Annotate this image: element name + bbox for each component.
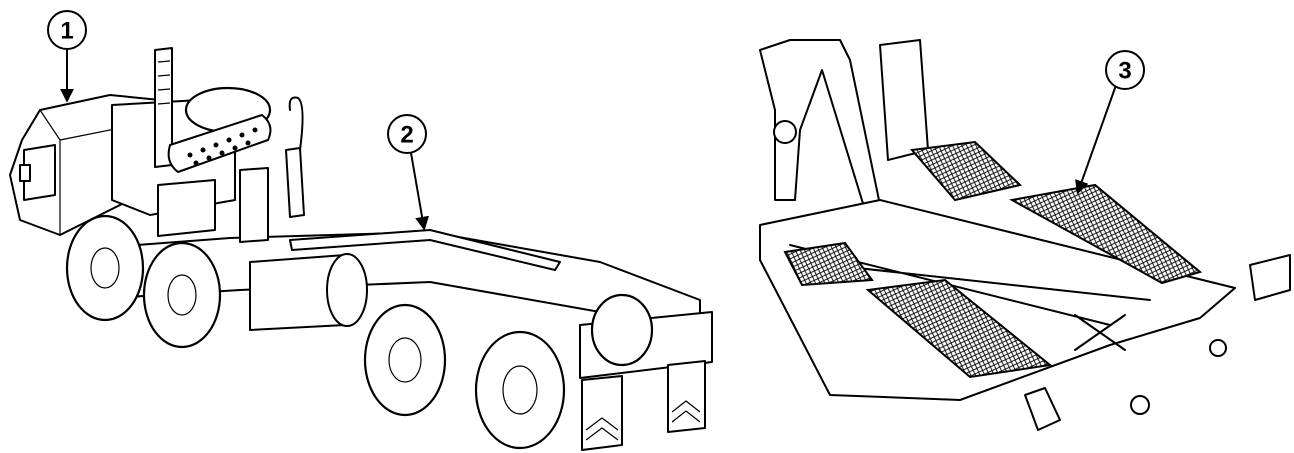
callout-1-label: 1 [60, 18, 73, 45]
deck-panel-1 [910, 140, 1023, 202]
callout-3: 3 [1075, 50, 1145, 195]
rear-wheel-1 [363, 303, 447, 417]
rear-wheel-3 [590, 293, 654, 367]
truck-drawing [9, 47, 713, 451]
callout-2-circle [387, 114, 427, 154]
deck-panel-4 [865, 278, 1053, 379]
rear-wheel-2 [474, 330, 566, 450]
mud-flap-left [581, 375, 623, 451]
flatrack-drawing [759, 39, 1291, 431]
a-frame-upright [759, 39, 881, 211]
callout-2-leader [410, 152, 429, 231]
callout-2: 2 [387, 114, 429, 231]
deck-panel-2 [1009, 183, 1203, 285]
callout-1: 1 [47, 10, 87, 103]
callout-3-leader [1075, 87, 1116, 195]
muffler [167, 114, 272, 173]
callout-3-label: 3 [1118, 58, 1131, 85]
front-wheel [65, 214, 145, 322]
flatrack-base [759, 199, 1236, 401]
hook-arm [285, 147, 305, 218]
lift-bail-eye [773, 120, 797, 144]
callout-2-label: 2 [400, 122, 413, 149]
second-wheel [142, 241, 222, 349]
mud-flap-right [667, 360, 706, 433]
callout-3-circle [1105, 50, 1145, 90]
deck-panel-3 [783, 241, 874, 287]
